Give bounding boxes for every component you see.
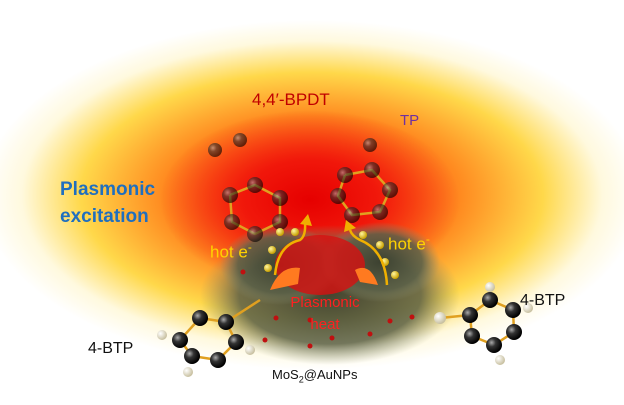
substrate-suffix: @AuNPs [303,367,358,382]
nanoparticle-cluster [200,222,460,365]
btp-label-right: 4-BTP [520,292,566,309]
plasmonic-excitation-label: Plasmonic excitation [60,176,155,230]
excitation-line1: Plasmonic [60,179,156,200]
hot-electron-arrow-right [348,229,389,286]
substrate-prefix: MoS [272,367,299,382]
heat-spot-left [270,267,300,290]
heat-spot-right [355,267,378,285]
arrow-head-right [344,220,356,232]
carbon-atoms [172,133,522,368]
hydrogen-atoms [157,282,533,377]
heat-line2: heat [310,316,340,333]
gold-atoms [264,228,399,279]
hot-electron-label-left: hot e- [210,240,252,263]
plasmonic-heat-label: Plasmonic heat [290,292,360,336]
hot-electron-text: hot e [388,234,426,254]
charge: - [247,240,252,254]
tp-label: TP [400,112,420,129]
substrate-subscript: 2 [298,374,304,385]
excitation-line2: excitation [60,206,149,227]
hot-electron-text: hot e [210,242,248,262]
hot-electron-arrow-left [273,221,307,276]
arrow-head-left [300,214,312,226]
btp-label-left: 4-BTP [88,340,134,357]
heat-line1: Plasmonic [290,294,360,311]
charge: - [425,232,430,246]
substrate-label: MoS2@AuNPs [272,367,357,385]
hot-electron-label-right: hot e- [388,232,430,255]
bpdt-label: 4,4′-BPDT [252,90,330,109]
